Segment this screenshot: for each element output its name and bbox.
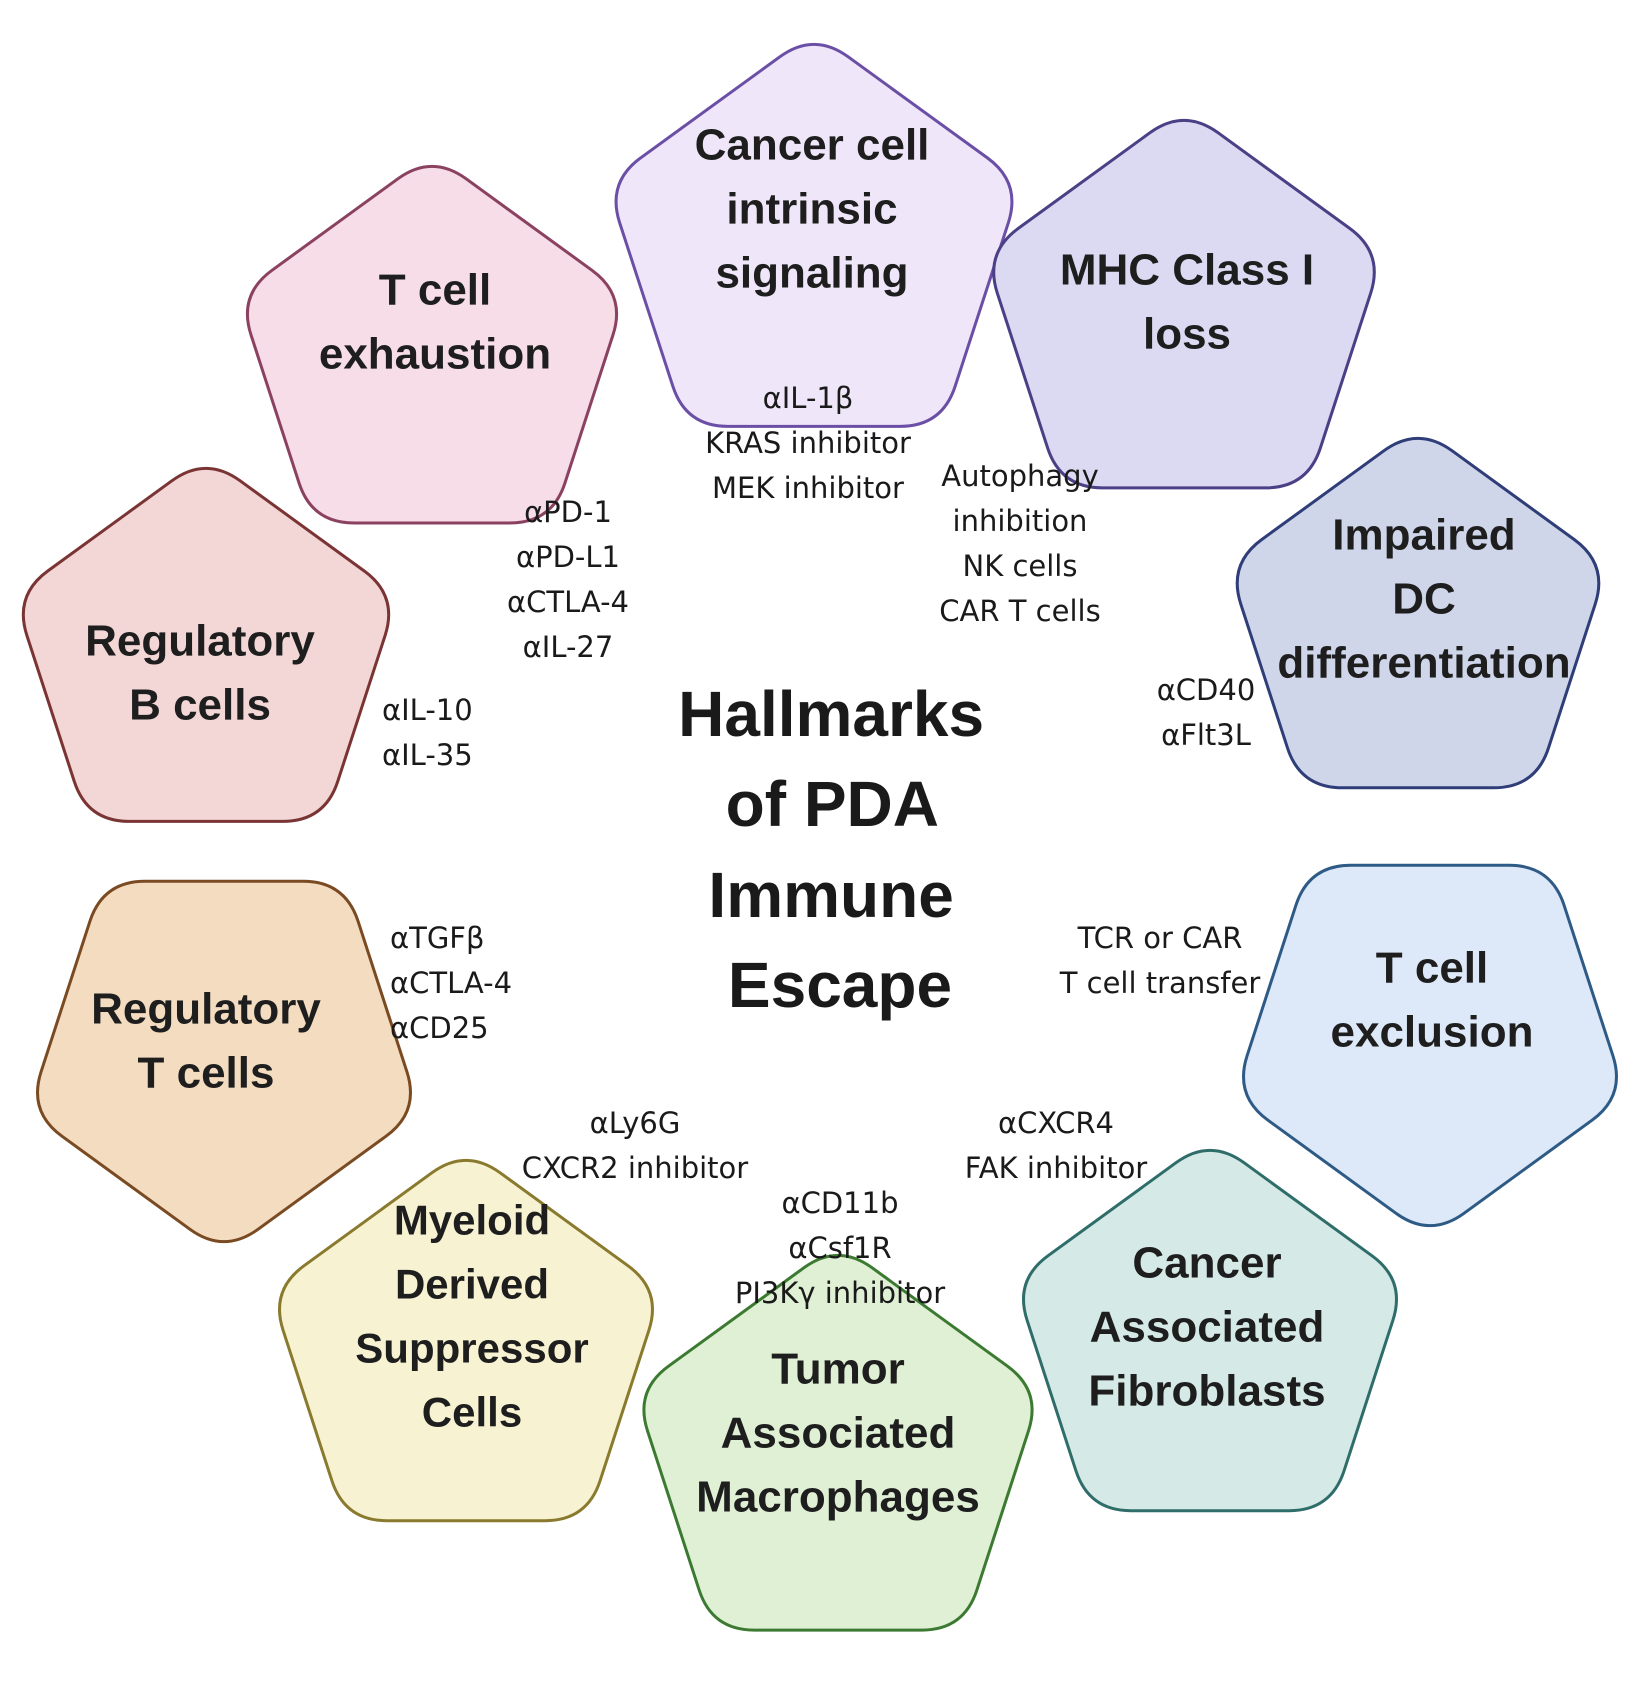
therapy-item: TCR or CAR [1077,921,1243,955]
cancer-associated-fibroblasts-label-line: Associated [1090,1302,1325,1351]
impaired-dc-differentiation-label-line: Impaired [1332,510,1515,559]
cancer-cell-intrinsic-signaling-label-line: intrinsic [726,184,897,233]
therapy-item: αCXCR4 [998,1106,1114,1140]
therapy-item: αCD11b [781,1186,898,1220]
t-cell-exhaustion-label-line: T cell [379,265,492,314]
therapy-item: CXCR2 inhibitor [522,1151,749,1185]
t-cell-exclusion-label-line: exclusion [1331,1007,1534,1056]
therapy-item: αLy6G [590,1106,681,1140]
impaired-dc-differentiation-pentagon [1235,437,1601,790]
t-cell-exhaustion-therapies: αPD-1 αPD-L1 αCTLA-4 αIL-27 [507,495,629,664]
myeloid-derived-suppressor-cells-label-line: Cells [422,1389,522,1436]
myeloid-derived-suppressor-cells-therapies: αLy6G CXCR2 inhibitor [522,1106,749,1185]
therapy-item: αCD40 [1157,673,1256,707]
therapy-item: αIL-27 [523,630,614,664]
therapy-item: αIL-10 [382,693,473,727]
therapy-item: αCsf1R [788,1231,891,1265]
center-title-line: Escape [728,949,952,1021]
tumor-associated-macrophages-label-line: Tumor [771,1344,905,1393]
regulatory-b-cells-pentagon [21,467,391,823]
regulatory-b-cells-label-line: B cells [129,680,271,729]
impaired-dc-differentiation-therapies: αCD40 αFlt3L [1157,673,1256,752]
myeloid-derived-suppressor-cells-pentagon [278,1159,654,1523]
hallmark-labels: Cancer cell intrinsic signaling MHC Class I… [85,120,1571,1521]
mhc-class-i-loss-label-line: MHC Class I [1060,245,1314,294]
regulatory-t-cells-therapies: αTGFβ αCTLA-4 αCD25 [390,921,512,1045]
therapy-item: Autophagy [941,459,1098,493]
therapy-item: αCTLA-4 [507,585,629,619]
t-cell-exhaustion-pentagon [246,165,618,525]
hallmark-shapes [21,43,1618,1632]
therapy-item: PI3Kγ inhibitor [735,1276,945,1310]
therapy-item: αFlt3L [1161,718,1251,752]
regulatory-b-cells-label: Regulatory B cells [85,616,315,729]
myeloid-derived-suppressor-cells-label-line: Suppressor [355,1325,588,1372]
tumor-associated-macrophages-label-line: Macrophages [696,1472,980,1521]
center-title-line: Immune [708,859,953,931]
regulatory-t-cells-pentagon [36,879,412,1243]
regulatory-t-cells-label-line: Regulatory [91,984,321,1033]
therapy-item: KRAS inhibitor [705,426,911,460]
myeloid-derived-suppressor-cells-label-line: Myeloid [394,1197,550,1244]
cancer-cell-intrinsic-signaling-label-line: Cancer cell [695,120,930,169]
therapy-item: CAR T cells [939,594,1100,628]
therapy-item: αCTLA-4 [390,966,512,1000]
t-cell-exclusion-label-line: T cell [1376,943,1489,992]
center-title: Hallmarks of PDA Immune Escape [678,678,1002,1021]
t-cell-exclusion-label: T cell exclusion [1331,943,1534,1056]
t-cell-exhaustion-label: T cell exhaustion [319,265,551,378]
impaired-dc-differentiation-label-line: DC [1392,574,1456,623]
cancer-cell-intrinsic-signaling-pentagon [614,43,1014,428]
therapy-item: αPD-L1 [516,540,620,574]
therapy-item: αPD-1 [524,495,612,529]
tumor-associated-macrophages-therapies: αCD11b αCsf1R PI3Kγ inhibitor [735,1186,945,1310]
cancer-cell-intrinsic-signaling-label-line: signaling [715,248,908,297]
center-title-line: Hallmarks [678,678,984,750]
regulatory-t-cells-label: Regulatory T cells [91,984,321,1097]
regulatory-b-cells-label-line: Regulatory [85,616,315,665]
tumor-associated-macrophages-label-line: Associated [721,1408,956,1457]
cancer-cell-intrinsic-signaling-label: Cancer cell intrinsic signaling [695,120,930,297]
center-title-line: of PDA [726,768,938,840]
mhc-class-i-loss-label: MHC Class I loss [1060,245,1314,358]
therapy-item: inhibition [953,504,1088,538]
therapy-item: FAK inhibitor [965,1151,1148,1185]
therapy-item: T cell transfer [1059,966,1261,1000]
impaired-dc-differentiation-label-line: differentiation [1277,638,1570,687]
therapy-item: αIL-1β [763,381,854,415]
therapy-item: αCD25 [390,1011,489,1045]
t-cell-exclusion-therapies: TCR or CAR T cell transfer [1059,921,1261,1000]
t-cell-exhaustion-label-line: exhaustion [319,329,551,378]
regulatory-b-cells-therapies: αIL-10 αIL-35 [382,693,473,772]
mhc-class-i-loss-pentagon [992,119,1376,490]
myeloid-derived-suppressor-cells-label-line: Derived [395,1261,549,1308]
therapy-item: αIL-35 [382,738,473,772]
cancer-associated-fibroblasts-label-line: Fibroblasts [1088,1366,1325,1415]
cancer-associated-fibroblasts-pentagon [1022,1149,1398,1513]
therapy-item: NK cells [963,549,1078,583]
cancer-associated-fibroblasts-label-line: Cancer [1132,1238,1281,1287]
therapy-item: MEK inhibitor [712,471,904,505]
therapy-item: αTGFβ [390,921,485,955]
regulatory-t-cells-label-line: T cells [138,1048,275,1097]
tumor-associated-macrophages-pentagon [642,1254,1034,1632]
t-cell-exclusion-pentagon [1242,863,1618,1227]
mhc-class-i-loss-label-line: loss [1143,309,1231,358]
